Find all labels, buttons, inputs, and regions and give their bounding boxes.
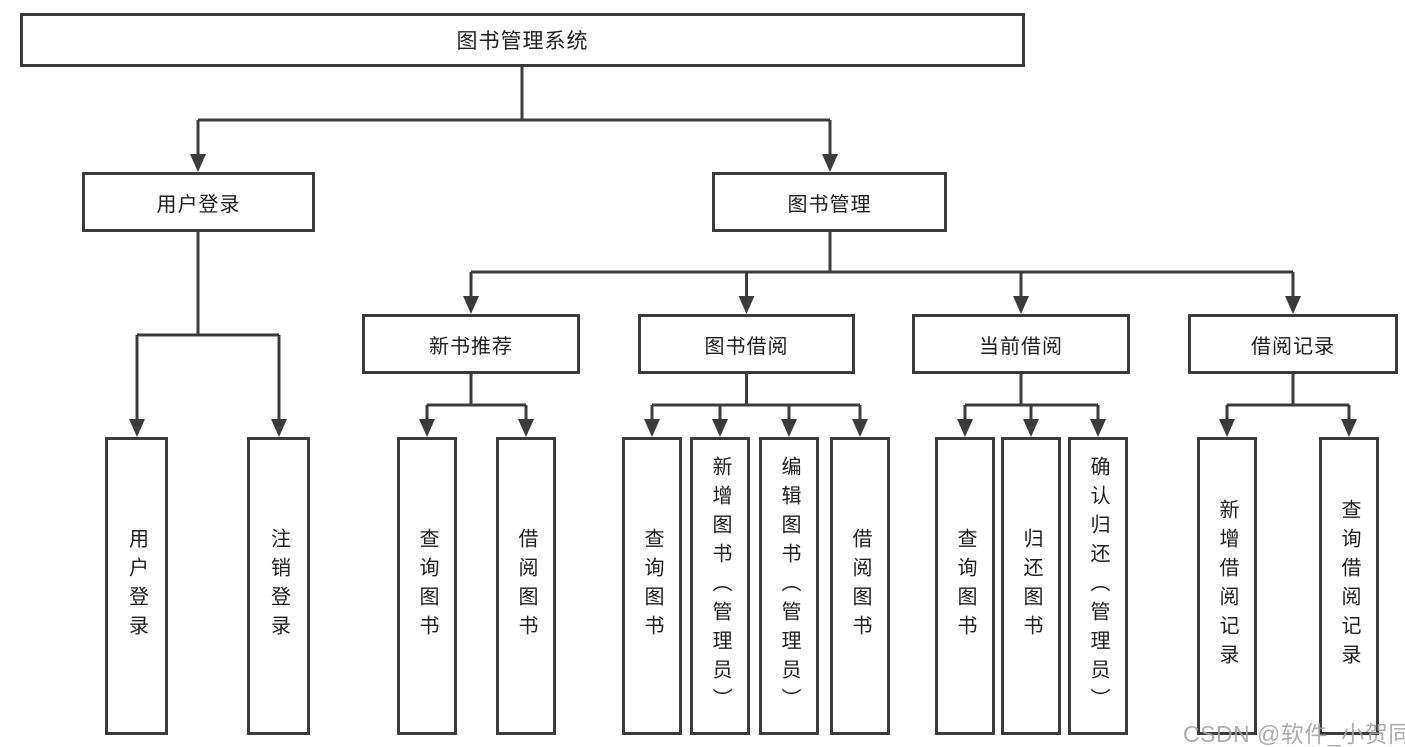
leaf-add-borrow-record: 新增借阅记录: [1197, 437, 1257, 735]
leaf-user-login: 用户登录: [105, 437, 168, 735]
leaf-query-books-borrow: 查询图书: [622, 437, 682, 735]
leaf-borrow-books-recommend: 借阅图书: [496, 437, 556, 735]
leaf-add-book-admin: 新增图书（管理员）: [690, 437, 750, 735]
node-book-borrow: 图书借阅: [638, 314, 855, 374]
leaf-return-book: 归还图书: [1001, 437, 1061, 735]
csdn-watermark: CSDN @软件_小贺同学: [1183, 721, 1405, 747]
node-new-book-recommend: 新书推荐: [362, 314, 580, 374]
node-borrow-records: 借阅记录: [1188, 314, 1398, 374]
leaf-borrow-books: 借阅图书: [830, 437, 890, 735]
arrowheads: [129, 154, 1357, 437]
node-user-login: 用户登录: [82, 172, 315, 232]
leaf-query-books-current: 查询图书: [935, 437, 995, 735]
node-book-management: 图书管理: [712, 172, 947, 232]
leaf-edit-book-admin: 编辑图书（管理员）: [759, 437, 819, 735]
leaf-logout: 注销登录: [247, 437, 310, 735]
leaf-confirm-return-admin: 确认归还（管理员）: [1068, 437, 1128, 735]
node-current-borrow: 当前借阅: [912, 314, 1130, 374]
leaf-query-borrow-record: 查询借阅记录: [1319, 437, 1379, 735]
leaf-query-books-recommend: 查询图书: [397, 437, 457, 735]
node-root-library-management-system: 图书管理系统: [20, 13, 1025, 67]
